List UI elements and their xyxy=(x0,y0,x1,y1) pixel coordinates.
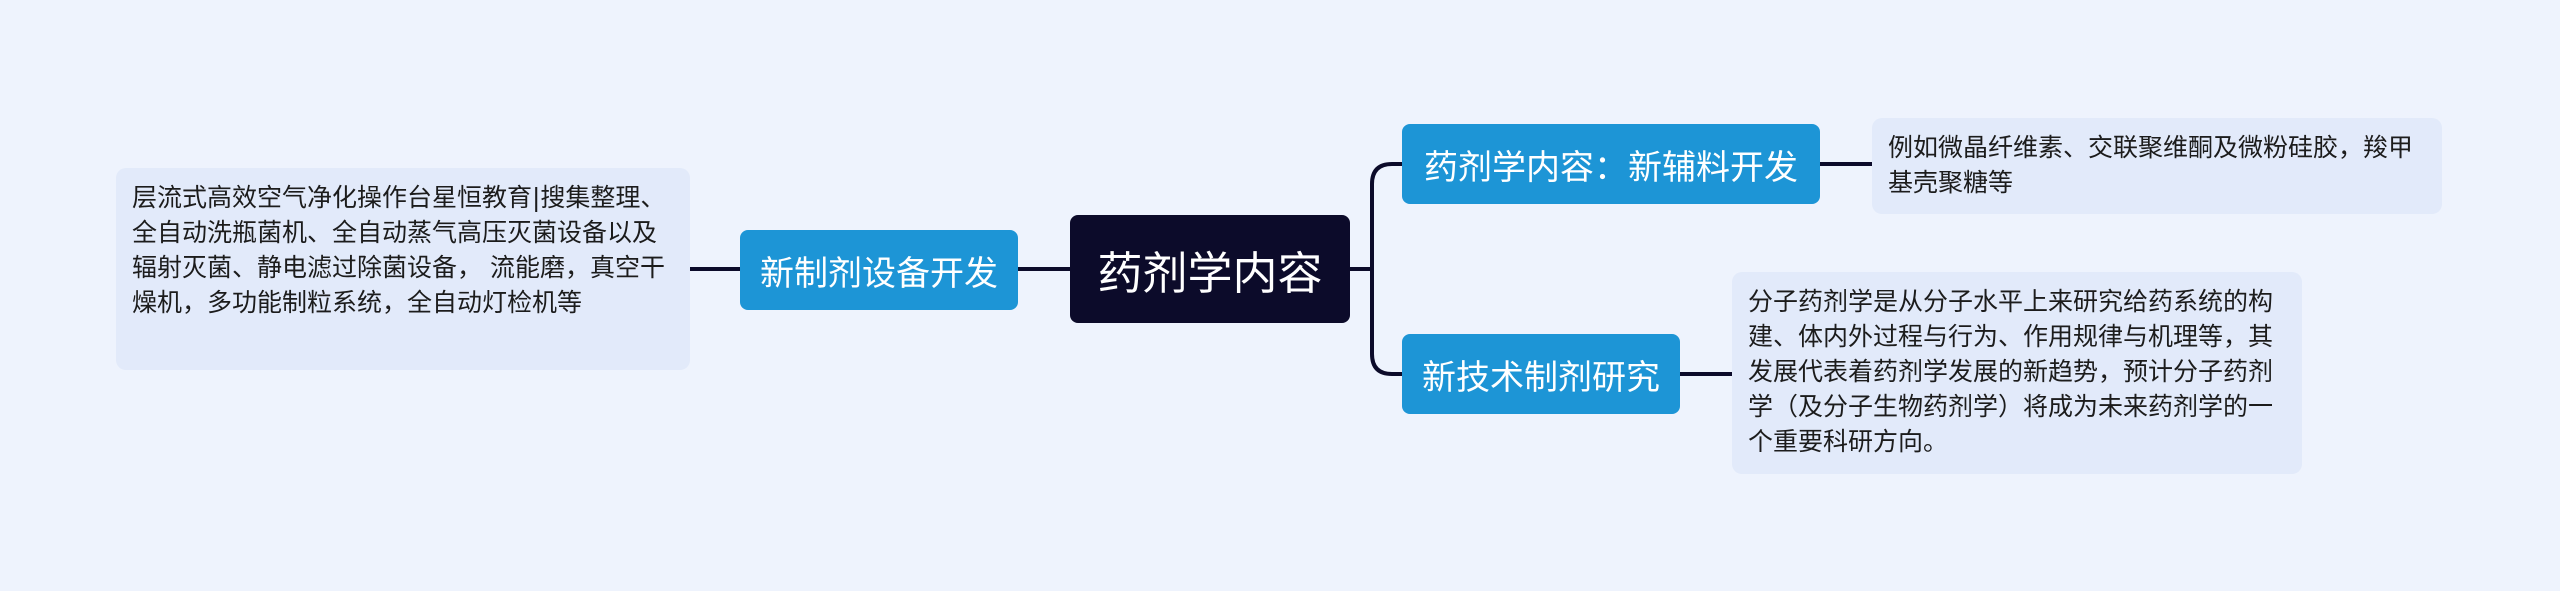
connector-right-top xyxy=(1370,162,1402,269)
note-new-technology[interactable]: 分子药剂学是从分子水平上来研究给药系统的构建、体内外过程与行为、作用规律与机理等… xyxy=(1732,272,2302,474)
branch-label: 新制剂设备开发 xyxy=(760,253,998,294)
root-topic[interactable]: 药剂学内容 xyxy=(1070,215,1350,323)
branch-new-technology[interactable]: 新技术制剂研究 xyxy=(1402,334,1680,414)
root-topic-label: 药剂学内容 xyxy=(1097,246,1323,300)
branch-label: 药剂学内容：新辅料开发 xyxy=(1424,147,1798,188)
note-new-excipients[interactable]: 例如微晶纤维素、交联聚维酮及微粉硅胶，羧甲基壳聚糖等 xyxy=(1872,118,2442,214)
note-text: 例如微晶纤维素、交联聚维酮及微粉硅胶，羧甲基壳聚糖等 xyxy=(1888,133,2414,197)
note-text: 分子药剂学是从分子水平上来研究给药系统的构建、体内外过程与行为、作用规律与机理等… xyxy=(1748,287,2274,456)
note-new-equipment[interactable]: 层流式高效空气净化操作台星恒教育|搜集整理、全自动洗瓶菌机、全自动蒸气高压灭菌设… xyxy=(116,168,690,370)
branch-label: 新技术制剂研究 xyxy=(1422,357,1660,398)
note-text: 层流式高效空气净化操作台星恒教育|搜集整理、全自动洗瓶菌机、全自动蒸气高压灭菌设… xyxy=(132,183,666,317)
branch-new-equipment[interactable]: 新制剂设备开发 xyxy=(740,230,1018,310)
branch-new-excipients[interactable]: 药剂学内容：新辅料开发 xyxy=(1402,124,1820,204)
connector-right-bottom xyxy=(1370,269,1402,376)
